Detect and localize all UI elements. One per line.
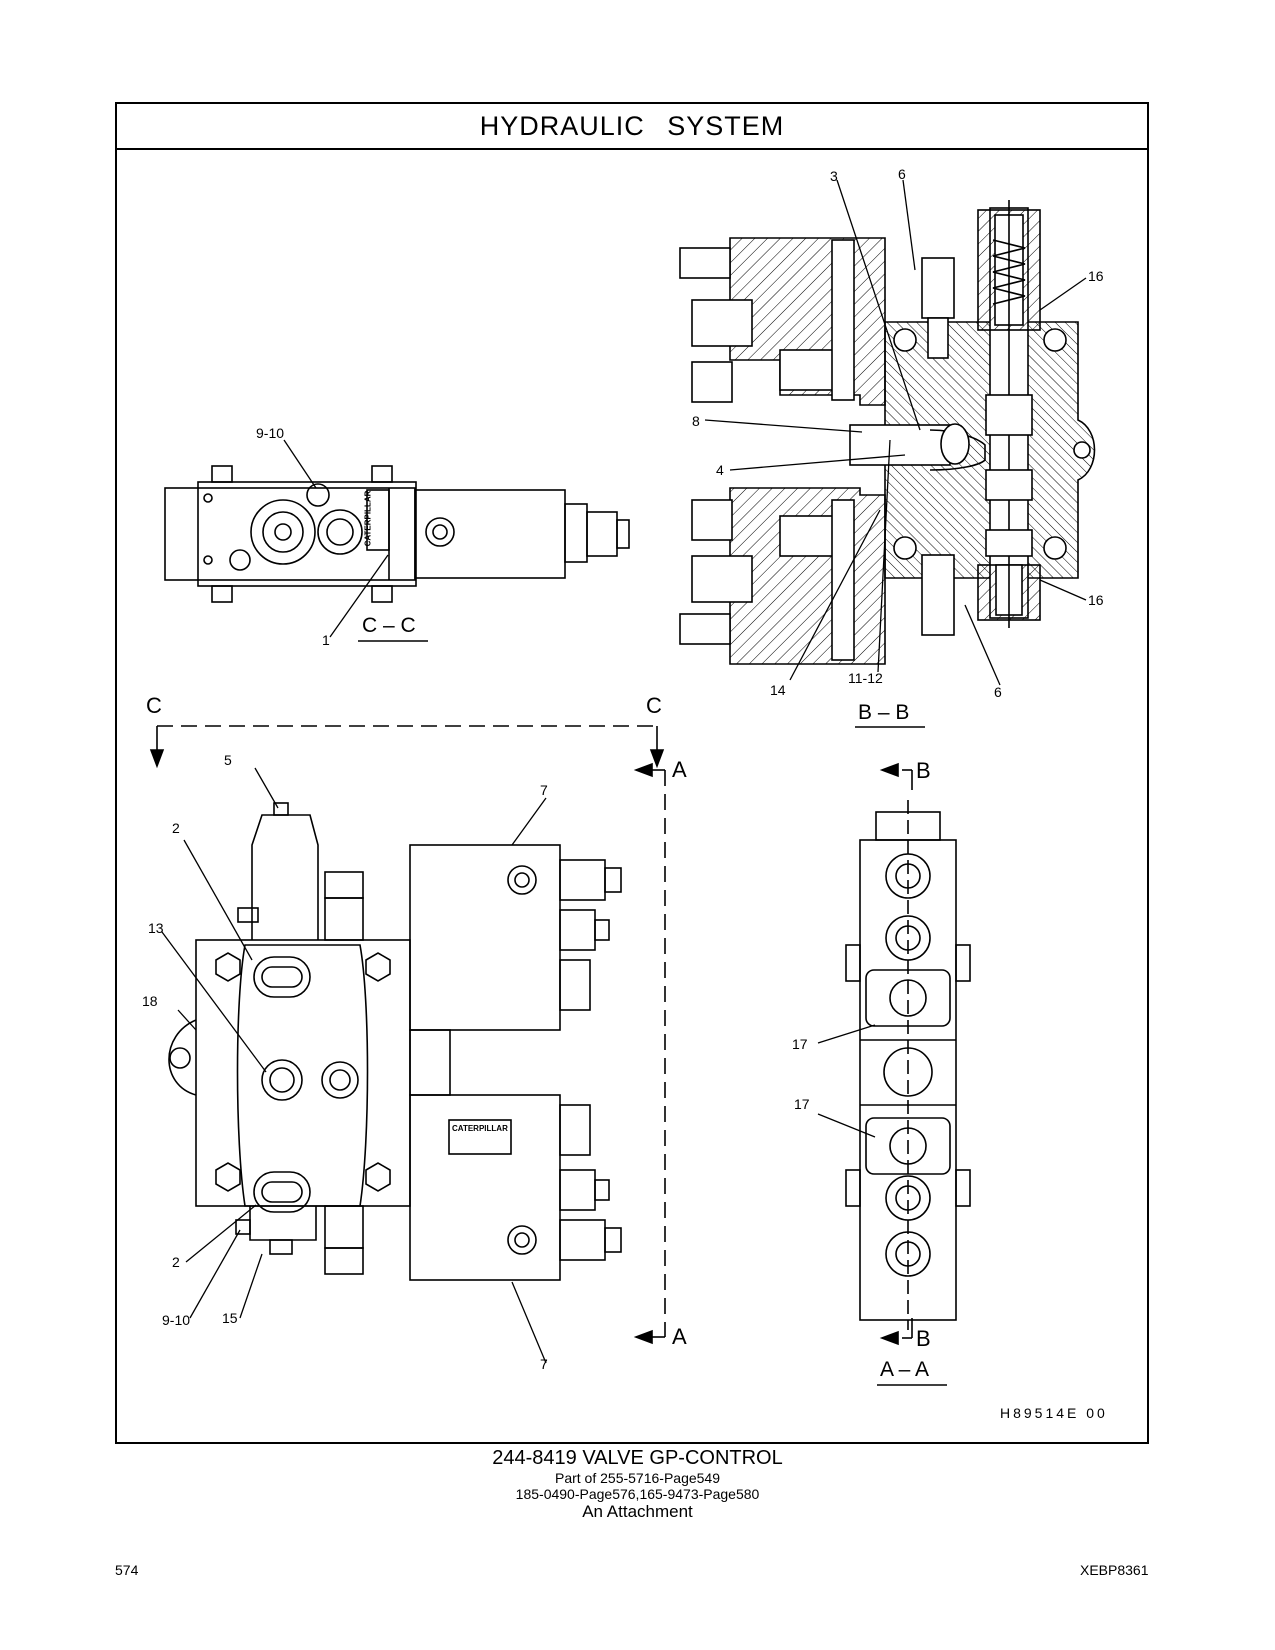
- section-marker-c-right: C: [646, 693, 662, 718]
- page-number: 574: [115, 1562, 139, 1578]
- main-view-drawing: [168, 802, 622, 1281]
- document-code: XEBP8361: [1080, 1562, 1149, 1578]
- caption-part-of: Part of 255-5716-Page549: [554, 1470, 720, 1486]
- callout-4: 4: [716, 462, 724, 478]
- view-aa-drawing: [845, 800, 971, 1330]
- callout-18: 18: [142, 993, 158, 1009]
- callout-2-bottom: 2: [172, 1254, 180, 1270]
- caption-references: 185-0490-Page576,165-9473-Page580: [515, 1486, 760, 1502]
- view-cc-drawing: [164, 465, 630, 603]
- callout-9-10-main: 9-10: [162, 1312, 191, 1328]
- callout-17-top: 17: [792, 1036, 808, 1052]
- callout-14: 14: [770, 682, 786, 698]
- section-marker-b-top: B: [916, 758, 931, 783]
- callout-7-top: 7: [540, 782, 548, 798]
- callout-3: 3: [830, 168, 838, 184]
- diagram-title: HYDRAULIC SYSTEM: [117, 104, 1147, 150]
- view-label-bb: B – B: [858, 701, 910, 724]
- callout-2-top: 2: [172, 820, 180, 836]
- callout-15: 15: [222, 1310, 238, 1326]
- view-label-cc: C – C: [362, 614, 416, 637]
- leader-lines: [161, 179, 1087, 1364]
- callout-1: 1: [322, 632, 330, 648]
- drawing-code: H89514E 00: [1000, 1405, 1108, 1421]
- section-marker-a-top: A: [672, 757, 687, 782]
- section-marker-b-bottom: B: [916, 1326, 931, 1351]
- view-bb-drawing: [679, 200, 1096, 665]
- callout-7-bottom: 7: [540, 1356, 548, 1372]
- callout-17-bottom: 17: [794, 1096, 810, 1112]
- section-marker-a-bottom: A: [672, 1324, 687, 1349]
- callout-16-bottom: 16: [1088, 592, 1104, 608]
- callout-16-top: 16: [1088, 268, 1104, 284]
- callout-8: 8: [692, 413, 700, 429]
- diagram-frame: HYDRAULIC SYSTEM: [115, 102, 1149, 1444]
- caption-attachment: An Attachment: [582, 1502, 693, 1521]
- caterpillar-logo-cc: CATERPILLAR: [363, 490, 373, 547]
- callout-6-bottom: 6: [994, 684, 1002, 700]
- caterpillar-logo-cartridge: CATERPILLAR: [452, 1124, 508, 1133]
- callout-11-12: 11-12: [848, 670, 883, 686]
- callout-6-top: 6: [898, 166, 906, 182]
- callout-9-10-cc: 9-10: [256, 425, 285, 441]
- callout-5: 5: [224, 752, 232, 768]
- callout-13: 13: [148, 920, 164, 936]
- section-lines: [149, 640, 947, 1386]
- view-label-aa: A – A: [880, 1358, 930, 1381]
- section-marker-c-left: C: [146, 693, 162, 718]
- part-title: 244-8419 VALVE GP-CONTROL: [492, 1447, 783, 1469]
